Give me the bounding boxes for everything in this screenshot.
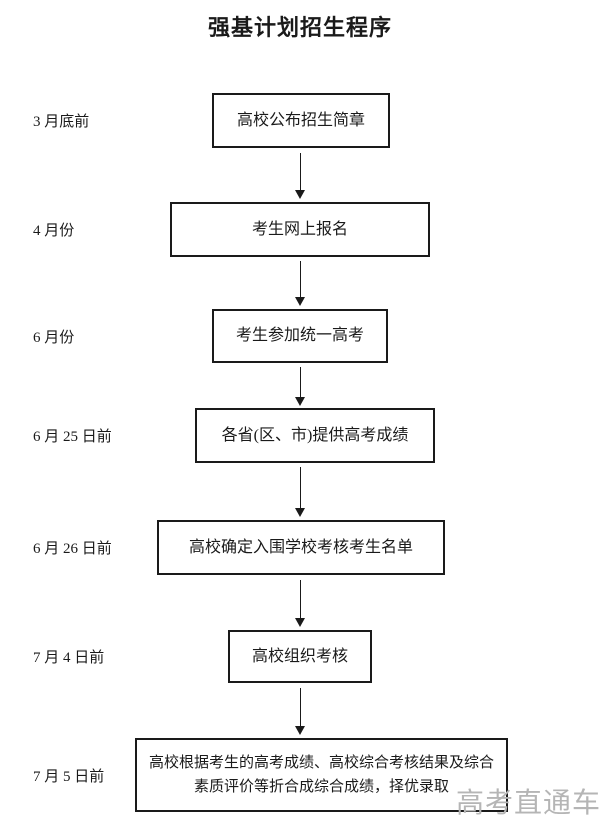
flow-arrow-4 <box>294 467 306 517</box>
flow-arrow-6 <box>294 688 306 735</box>
flow-arrow-1 <box>294 153 306 199</box>
flow-step-scores: 各省(区、市)提供高考成绩 <box>195 408 435 463</box>
flow-step-exam: 考生参加统一高考 <box>212 309 388 363</box>
flow-arrow-2 <box>294 261 306 306</box>
flow-step-shortlist: 高校确定入围学校考核考生名单 <box>157 520 445 575</box>
arrow-down-icon <box>295 618 305 627</box>
step-date-4: 6 月 25 日前 <box>33 429 112 445</box>
flow-step-announce: 高校公布招生简章 <box>212 93 390 148</box>
step-date-6: 7 月 4 日前 <box>33 650 105 666</box>
watermark-text: 高考直通车 <box>456 788 600 819</box>
flow-step-register: 考生网上报名 <box>170 202 430 257</box>
arrow-shaft <box>299 153 301 190</box>
arrow-down-icon <box>295 397 305 406</box>
arrow-down-icon <box>295 190 305 199</box>
arrow-down-icon <box>295 508 305 517</box>
flow-arrow-5 <box>294 580 306 627</box>
step-date-1: 3 月底前 <box>33 114 90 130</box>
flow-step-admission: 高校根据考生的高考成绩、高校综合考核结果及综合素质评价等折合成综合成绩，择优录取 <box>135 738 508 812</box>
page-title: 强基计划招生程序 <box>207 15 392 40</box>
arrow-down-icon <box>295 297 305 306</box>
arrow-shaft <box>299 261 301 297</box>
arrow-shaft <box>299 688 301 726</box>
step-date-5: 6 月 26 日前 <box>33 541 112 557</box>
step-date-7: 7 月 5 日前 <box>33 768 105 785</box>
flow-arrow-3 <box>294 367 306 406</box>
step-date-3: 6 月份 <box>33 329 75 346</box>
arrow-shaft <box>299 367 301 397</box>
arrow-down-icon <box>295 726 305 735</box>
arrow-shaft <box>299 467 301 508</box>
arrow-shaft <box>299 580 301 618</box>
flow-step-assessment: 高校组织考核 <box>228 630 372 683</box>
step-date-2: 4 月份 <box>33 223 75 239</box>
